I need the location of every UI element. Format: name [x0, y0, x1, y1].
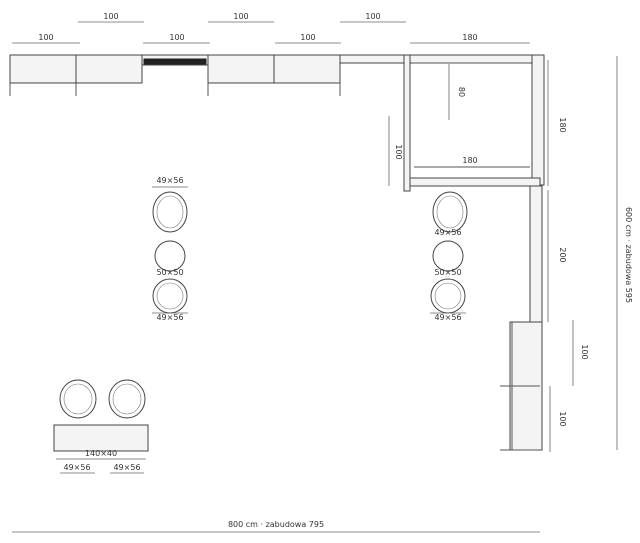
- cooktop: [143, 58, 207, 65]
- bottom-counter: [409, 177, 541, 187]
- table: [53, 424, 149, 452]
- dim-label: 80: [457, 87, 466, 97]
- dim-label: 50×50: [434, 268, 461, 277]
- dim-label: 180: [462, 156, 477, 165]
- overall-width-dim: 800 cm · zabudowa 795: [12, 519, 540, 533]
- dim-label: 100: [580, 344, 589, 359]
- cabinet-2: [75, 54, 143, 84]
- dim-label: 100: [233, 12, 248, 21]
- dim-label: 140×40: [85, 449, 117, 458]
- dim-label: 100: [365, 12, 380, 21]
- right-tall-cabinet: [529, 185, 543, 323]
- dim-label: 180: [462, 33, 477, 42]
- stools-left: 49×56 50×50 49×56: [152, 176, 188, 322]
- stools-right: 49×56 50×50 49×56: [430, 191, 468, 322]
- dim-label: 49×56: [434, 313, 461, 322]
- dim-label: 49×56: [63, 463, 90, 472]
- top-counter: [409, 54, 541, 64]
- stool-left-1: [152, 191, 188, 233]
- dim-label: 100: [558, 411, 567, 426]
- overall-height-label: 600 cm · zabudowa 595: [624, 207, 633, 303]
- overall-width-label: 800 cm · zabudowa 795: [228, 520, 324, 529]
- right-column: [531, 54, 545, 186]
- stool-right-1: [432, 191, 468, 233]
- dim-label: 49×56: [113, 463, 140, 472]
- cabinet-4: [207, 54, 275, 84]
- top-cabinet-run: [9, 54, 407, 96]
- cabinet-1: [9, 54, 77, 84]
- cabinet-6: [339, 54, 407, 64]
- dim-label: 49×56: [156, 176, 183, 185]
- stool-right-2: [432, 240, 464, 272]
- dim-label: 180: [558, 117, 567, 132]
- stool-left-2: [154, 240, 186, 272]
- stool-right-3: [430, 278, 466, 314]
- dim-label: 100: [169, 33, 184, 42]
- chair-b: [108, 379, 146, 419]
- dims-top-upper: 100 100 100: [78, 12, 406, 23]
- dim-label: 49×56: [434, 228, 461, 237]
- chair-a: [59, 379, 97, 419]
- dims-top-lower: 100 100 100 180: [12, 33, 530, 44]
- left-return-cabinet: [403, 54, 411, 192]
- dim-label: 100: [300, 33, 315, 42]
- stool-left-3: [152, 278, 188, 314]
- dim-label: 200: [558, 247, 567, 262]
- right-side-run: 180 200 100 100: [500, 60, 589, 452]
- dim-label: 100: [103, 12, 118, 21]
- overall-height-dim: 600 cm · zabudowa 595: [616, 56, 633, 450]
- table-group: 140×40 49×56 49×56: [53, 379, 149, 474]
- corner-block: 80 180 100: [388, 54, 545, 192]
- cabinet-5: [273, 54, 341, 84]
- dim-label: 100: [394, 144, 403, 159]
- dim-label: 49×56: [156, 313, 183, 322]
- dim-label: 50×50: [156, 268, 183, 277]
- dim-label: 100: [38, 33, 53, 42]
